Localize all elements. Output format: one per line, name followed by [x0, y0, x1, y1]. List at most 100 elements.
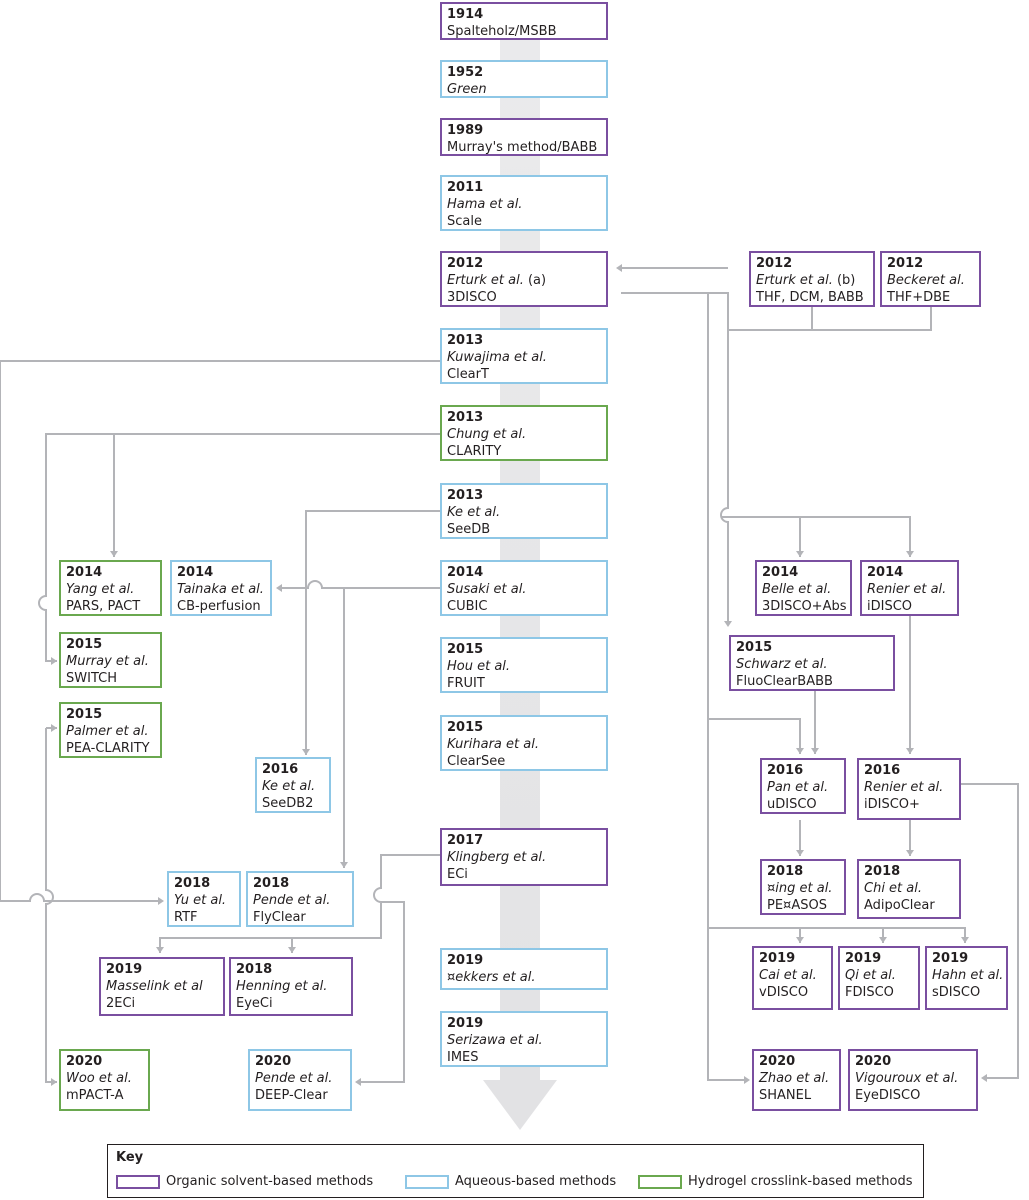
method-box-schwarz: 2015 Schwarz et al. FluoClearBABB — [729, 635, 895, 691]
year-label: 2015 — [736, 640, 773, 655]
year-label: 2012 — [756, 256, 793, 271]
connector-line — [159, 854, 440, 953]
method-box-cai: 2019 Cai et al. vDISCO — [752, 946, 833, 1010]
year-label: 2012 — [447, 256, 484, 271]
year-label: 2020 — [66, 1054, 103, 1069]
arrowhead — [302, 749, 310, 755]
method-label: 2ECi — [106, 996, 136, 1011]
arrowhead — [616, 264, 622, 272]
author-label: Belle et al. — [762, 582, 832, 597]
author-label: Zhao et al. — [759, 1071, 830, 1086]
author-label: Pende et al. — [255, 1071, 333, 1086]
connector-line — [708, 718, 801, 754]
legend-item-aqueous: Aqueous-based methods — [405, 1174, 616, 1190]
arrowhead — [879, 937, 887, 943]
method-box-pan: 2016 Pan et al. uDISCO — [760, 758, 846, 814]
year-label: 2018 — [253, 876, 290, 891]
method-label: THF+DBE — [887, 290, 951, 305]
method-box-vigouroux: 2020 Vigouroux et al. EyeDISCO — [848, 1049, 978, 1111]
arrowhead — [796, 551, 804, 557]
legend-label: Aqueous-based methods — [455, 1174, 617, 1189]
arrowhead — [276, 584, 282, 592]
arrowhead — [981, 1074, 987, 1082]
author-label: Tainaka et al. — [177, 582, 264, 597]
year-label: 1989 — [447, 123, 484, 138]
arrowhead — [796, 748, 804, 754]
connector-line — [811, 307, 932, 331]
year-label: 2019 — [759, 951, 796, 966]
author-label: Ke et al. — [447, 505, 501, 520]
author-label: Kurihara et al. — [447, 737, 539, 752]
connector-line — [38, 433, 440, 662]
method-box-woo: 2020 Woo et al. mPACT-A — [59, 1049, 150, 1111]
connector-line — [961, 783, 1019, 1079]
method-box-1989: 1989 Murray's method/BABB — [440, 118, 608, 156]
year-label: 2019 — [106, 962, 143, 977]
method-box-pende-2018: 2018 Pende et al. FlyClear — [246, 871, 354, 927]
arrowhead — [724, 621, 732, 627]
method-label: ClearT — [447, 367, 489, 382]
year-label: 2018 — [767, 864, 804, 879]
author-label: Serizawa et al. — [447, 1033, 543, 1048]
variant-note: (b) — [832, 273, 856, 288]
arrowhead — [906, 748, 914, 754]
method-box-kurihara: 2015 Kurihara et al. ClearSee — [440, 715, 608, 771]
year-label: 2019 — [447, 1016, 484, 1031]
method-label: sDISCO — [932, 985, 981, 1000]
author-label: Qi et al. — [845, 968, 896, 983]
legend-title: Key — [116, 1150, 144, 1165]
arrowhead — [156, 947, 164, 953]
variant-note: (a) — [523, 273, 547, 288]
year-label: 2019 — [845, 951, 882, 966]
method-box-henning: 2018 Henning et al. EyeCi — [229, 957, 353, 1016]
method-box-hahn: 2019 Hahn et al. sDISCO — [925, 946, 1008, 1010]
year-label: 2014 — [177, 565, 214, 580]
author-label: Erturk et al. (a) — [447, 272, 601, 289]
method-label: iDISCO — [867, 599, 913, 614]
year-label: 2015 — [66, 637, 103, 652]
author-label: Woo et al. — [66, 1071, 132, 1086]
aqueous-swatch — [405, 1174, 449, 1189]
arrowhead — [796, 937, 804, 943]
year-label: 2013 — [447, 488, 484, 503]
arrowhead — [288, 947, 296, 953]
method-box-yu: 2018 Yu et al. RTF — [167, 871, 241, 927]
method-label: 3DISCO — [447, 290, 497, 305]
year-label: 1952 — [447, 65, 484, 80]
year-label: 2014 — [762, 565, 799, 580]
method-box-chung: 2013 Chung et al. CLARITY — [440, 405, 608, 461]
author-label: Kuwajima et al. — [447, 350, 547, 365]
author-label: Pan et al. — [767, 780, 829, 795]
arrowhead — [51, 724, 57, 732]
author-label: Chung et al. — [447, 427, 527, 442]
author-label: Palmer et al. — [66, 724, 149, 739]
author-label: Hahn et al. — [932, 968, 1004, 983]
method-box-ke-2016: 2016 Ke et al. SeeDB2 — [255, 757, 331, 813]
method-label: EyeCi — [236, 996, 273, 1011]
hydrogel-swatch — [638, 1174, 682, 1189]
arrowhead — [51, 1078, 57, 1086]
method-box-serizawa: 2019 Serizawa et al. IMES — [440, 1011, 608, 1067]
method-label: FRUIT — [447, 676, 485, 691]
method-label: ECi — [447, 867, 468, 882]
method-box-qi: 2019 Qi et al. FDISCO — [838, 946, 920, 1010]
author-label: Beckeret al. — [887, 273, 965, 288]
year-label: 2012 — [887, 256, 924, 271]
method-box-1914: 1914 Spalteholz/MSBB — [440, 2, 608, 40]
method-label: IMES — [447, 1050, 479, 1065]
method-box-dekkers: 2019 ¤ekkers et al. — [440, 948, 608, 990]
author-label: Erturk et al. (b) — [756, 272, 868, 289]
author-name: Erturk et al. — [756, 273, 833, 288]
method-box-tainaka: 2014 Tainaka et al. CB-perfusion — [170, 560, 272, 616]
legend-item-organic: Organic solvent-based methods — [116, 1174, 373, 1190]
legend-label: Organic solvent-based methods — [166, 1174, 374, 1189]
method-box-erturk-b: 2012 Erturk et al. (b) THF, DCM, BABB — [749, 251, 875, 307]
method-label: FlyClear — [253, 910, 306, 925]
year-label: 1914 — [447, 7, 484, 22]
method-box-becker: 2012 Beckeret al. THF+DBE — [880, 251, 981, 307]
author-label: Masselink et al — [106, 979, 203, 994]
year-label: 2020 — [855, 1054, 892, 1069]
method-label: SeeDB2 — [262, 796, 314, 811]
author-label: Cai et al. — [759, 968, 817, 983]
method-label: EyeDISCO — [855, 1088, 921, 1103]
